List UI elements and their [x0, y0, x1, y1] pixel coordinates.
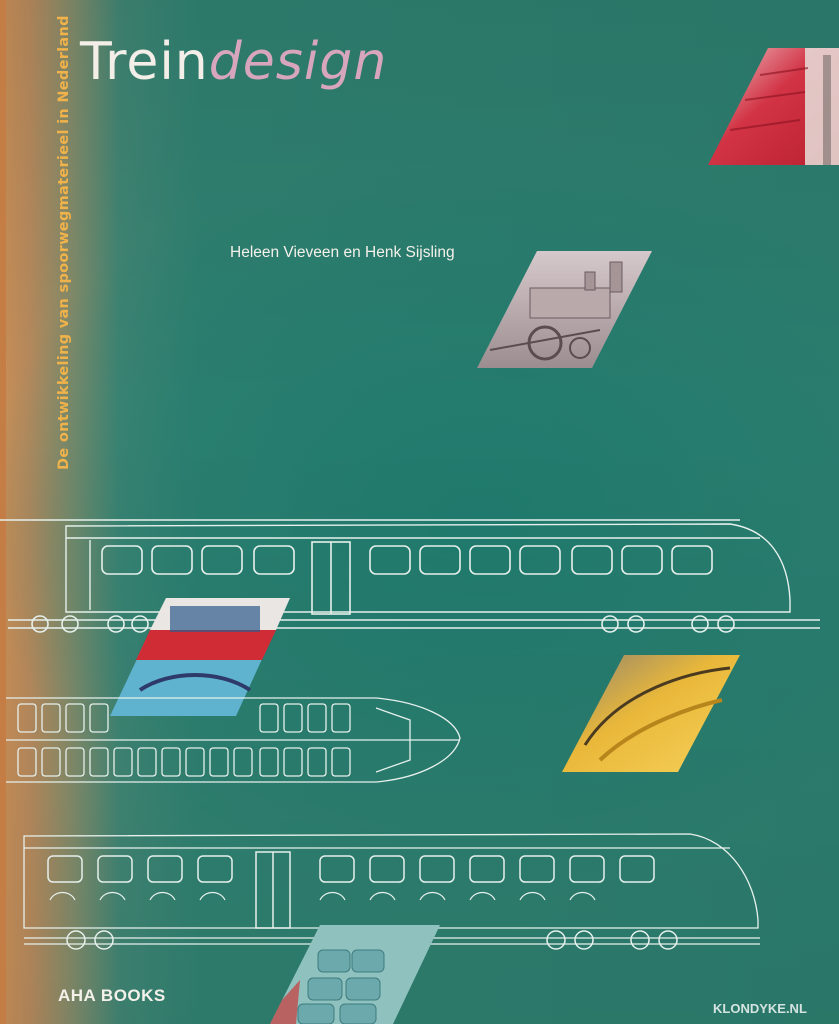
authors: Heleen Vieveen en Henk Sijsling: [230, 244, 455, 261]
blue-seats-photo: [270, 925, 440, 1024]
title-part-2: design: [208, 32, 388, 92]
watermark: KLONDYKE.NL: [713, 1001, 807, 1016]
spine-edge: [0, 0, 6, 1024]
book-title: Treindesign: [80, 32, 387, 92]
steam-locomotive-photo: [477, 251, 652, 368]
train-plan-view: [6, 697, 461, 783]
red-blue-train-front-photo: [110, 598, 290, 716]
red-train-seats-photo: [708, 48, 839, 165]
publisher-name: AHA BOOKS: [58, 986, 166, 1005]
title-part-1: Trein: [80, 32, 209, 92]
subtitle: De ontwikkeling van spoorwegmaterieel in…: [56, 15, 72, 470]
yellow-train-front-photo: [562, 655, 740, 772]
train-side-elevation-top: [0, 519, 820, 633]
